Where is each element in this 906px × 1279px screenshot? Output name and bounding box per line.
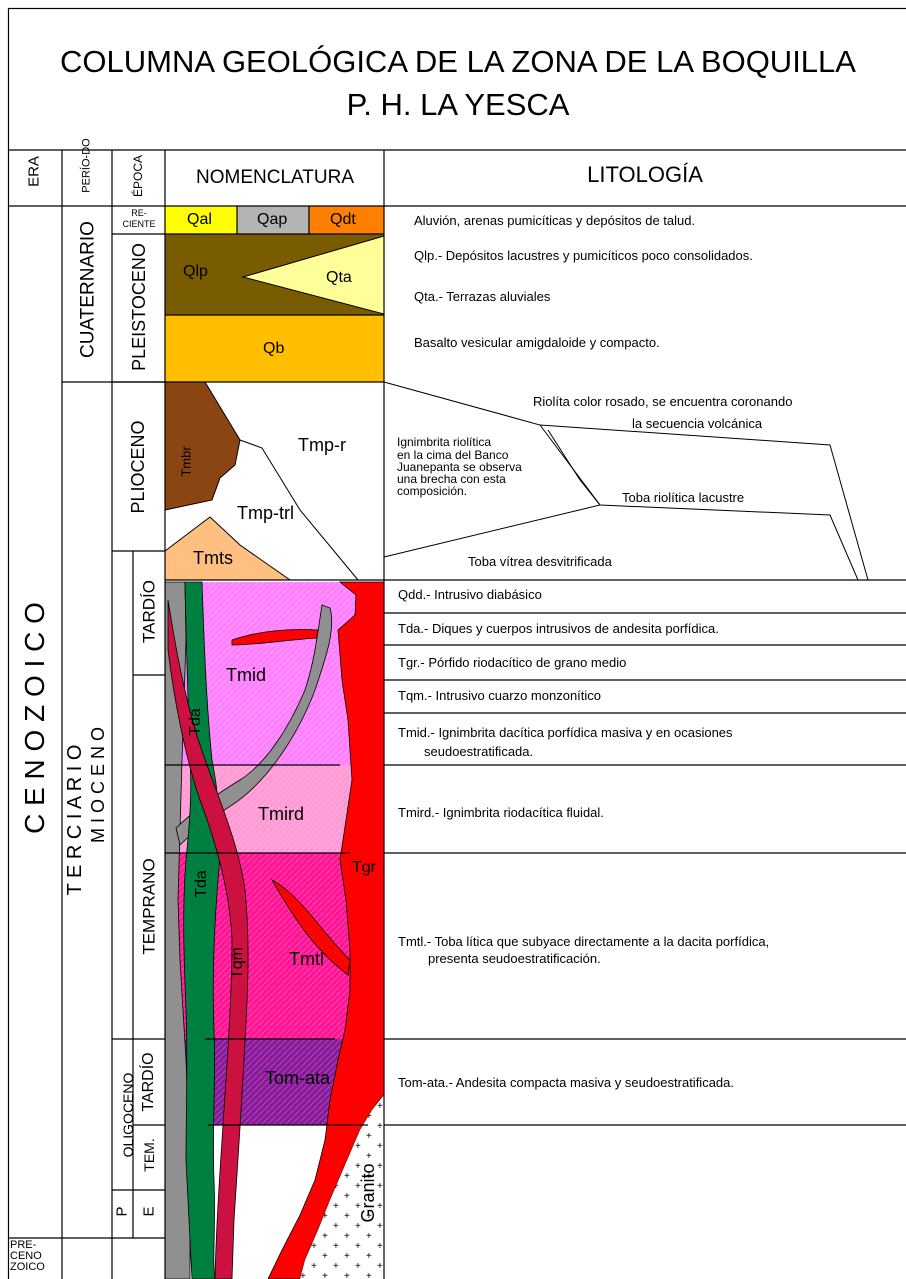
title-line-1: COLUMNA GEOLÓGICA DE LA ZONA DE LA BOQUI… — [60, 44, 856, 79]
epoch-reciente-1: RE- — [131, 208, 147, 218]
litho-qdd: Qdd.- Intrusivo diabásico — [398, 587, 542, 602]
epoch-mioceno-tardio: TARDÍO — [139, 580, 159, 643]
epoch-plioceno: PLIOCENO — [128, 420, 148, 514]
litho-tgr: Tgr.- Pórfido riodacítico de grano medio — [398, 655, 627, 670]
litho-ignimbrita-5: composición. — [397, 484, 468, 498]
label-granito: Granito — [358, 1163, 378, 1223]
label-tmird: Tmird — [258, 804, 304, 824]
sheet-border — [7, 7, 906, 1279]
unit-tqm-dike — [167, 599, 249, 1279]
epoch-reciente-2: CIENTE — [122, 219, 156, 229]
litho-ignimbrita-4: una brecha con esta — [397, 472, 506, 486]
litho-tmid-1: Tmid.- Ignimbrita dacítica porfídica mas… — [398, 725, 733, 740]
header-era: ERA — [25, 156, 43, 187]
era-precenozoico-3: ZOICO — [10, 1261, 45, 1273]
header-litologia: LITOLOGÍA — [587, 162, 703, 187]
unit-qap — [237, 206, 309, 234]
era-precenozoico-2: CENO — [10, 1250, 42, 1262]
litho-tmird: Tmird.- Ignimbrita riodacítica fluidal. — [398, 805, 604, 820]
title-line-2: P. H. LA YESCA — [346, 87, 570, 122]
era-cenozoico: C E N O Z O I C O — [19, 602, 50, 834]
epoch-paleoceno: P — [113, 1206, 131, 1217]
epoch-oligoceno-tardio: TARDÍO — [140, 1052, 157, 1112]
label-tda-lower: Tda — [193, 870, 210, 898]
unit-qb — [165, 315, 384, 382]
label-tmp-trl: Tmp-trl — [237, 503, 294, 523]
litho-tqm: Tqm.- Intrusivo cuarzo monzonítico — [398, 688, 602, 703]
label-qlp: Qlp — [183, 263, 208, 280]
epoch-mioceno-temprano: TEMPRANO — [139, 858, 159, 955]
unit-tgr-body — [267, 581, 385, 1279]
unit-qdd-strip — [164, 581, 191, 1279]
label-qta: Qta — [326, 269, 352, 286]
litho-riolita-1: Riolíta color rosado, se encuentra coron… — [533, 394, 793, 409]
label-tmbr: Tmbr — [178, 446, 194, 477]
epoch-mioceno: M I O C E N O — [88, 726, 108, 843]
label-qal: Qal — [187, 211, 212, 228]
litho-tom-ata: Tom-ata.- Andesita compacta masiva y seu… — [398, 1075, 734, 1090]
label-qb: Qb — [263, 340, 285, 357]
label-tda-upper: Tda — [187, 708, 204, 736]
label-tmtl: Tmtl — [289, 949, 324, 969]
litho-tda: Tda.- Diques y cuerpos intrusivos de and… — [398, 621, 719, 636]
unit-tmbr — [164, 381, 241, 511]
litho-tmtl-2: presenta seudoestratificación. — [428, 951, 601, 966]
label-tom-ata: Tom-ata — [265, 1068, 331, 1088]
header-epoca: ÉPOCA — [131, 155, 145, 198]
epoch-oligoceno-temprano: TEM. — [141, 1138, 157, 1172]
litho-ignimbrita-2: en la cima del Banco — [397, 448, 509, 462]
litho-tmtl-1: Tmtl.- Toba lítica que subyace directame… — [398, 934, 770, 949]
unit-tgr-finger — [270, 878, 351, 976]
litho-aluvion: Aluvión, arenas pumicíticas y depósitos … — [414, 213, 696, 228]
label-tmp-r: Tmp-r — [298, 435, 346, 455]
litho-toba-lacustre: Toba riolítica lacustre — [622, 490, 745, 505]
litho-qta: Qta.- Terrazas aluviales — [414, 289, 551, 304]
epoch-pleistoceno: PLEISTOCENO — [129, 243, 149, 371]
epoch-oligoceno: OLIGOCENO — [120, 1072, 136, 1158]
litho-qlp: Qlp.- Depósitos lacustres y pumicíticos … — [414, 248, 753, 263]
header-nomenclatura: NOMENCLATURA — [196, 167, 354, 188]
litho-toba-vitrea: Toba vítrea desvitrificada — [468, 554, 612, 569]
label-tqm: Tqm — [229, 947, 246, 979]
litho-tmid-2: seudoestratificada. — [424, 744, 534, 759]
label-tmts: Tmts — [193, 548, 233, 568]
unit-qdt — [309, 206, 384, 234]
epoch-eoceno: E — [140, 1206, 158, 1217]
litho-riolita-2: la secuencia volcánica — [632, 416, 763, 431]
period-cuaternario: CUATERNARIO — [77, 221, 99, 358]
period-terciario: T E R C I A R I O — [64, 744, 86, 896]
label-qdt: Qdt — [330, 211, 356, 228]
litho-ignimbrita-3: Juanepanta se observa — [397, 460, 522, 474]
label-tgr: Tgr — [352, 859, 376, 876]
litho-ignimbrita-1: Ignimbrita riolítica — [397, 435, 492, 449]
label-tmid: Tmid — [226, 665, 266, 685]
label-qap: Qap — [257, 211, 288, 228]
litho-basalto: Basalto vesicular amigdaloide y compacto… — [414, 335, 660, 350]
header-periodo: PERÍO-DO — [80, 138, 93, 193]
era-precenozoico-1: PRE- — [10, 1239, 37, 1251]
unit-qal — [165, 206, 237, 234]
